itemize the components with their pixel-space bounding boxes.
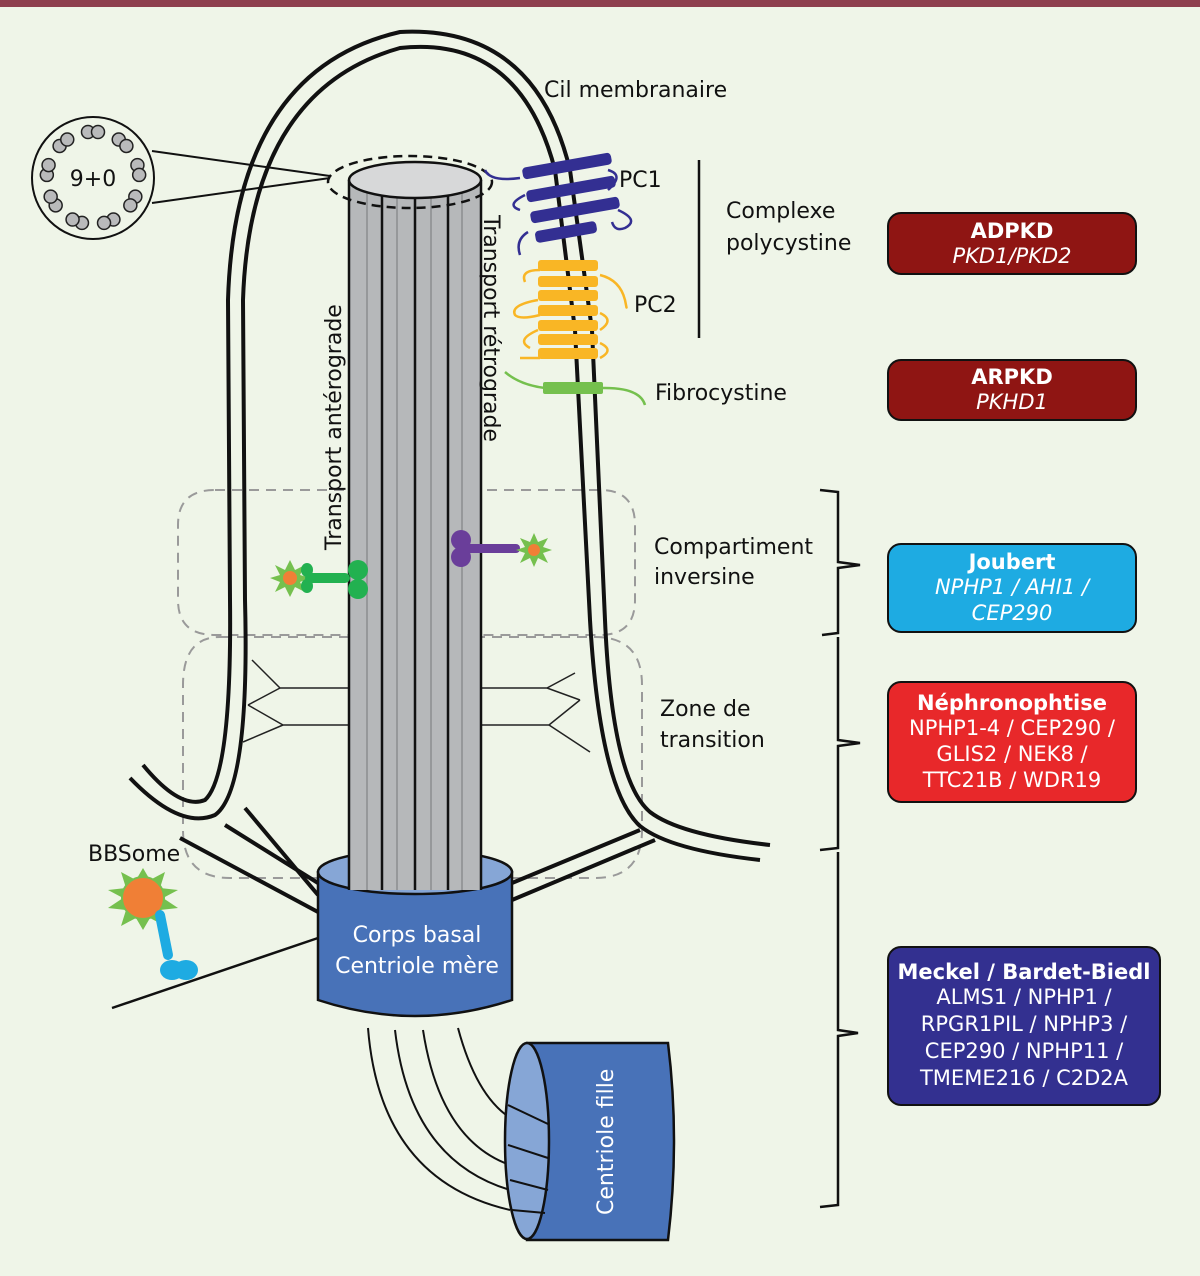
label-complexe-line2: polycystine <box>726 231 851 256</box>
disease-genes: GLIS2 / NEK8 / <box>936 742 1088 766</box>
microtubule-doublet <box>60 132 75 147</box>
label-corps-basal-line1: Corps basal <box>353 923 482 948</box>
disease-box-adpkd: ADPKD PKD1/PKD2 <box>887 212 1137 275</box>
label-compartiment-line2: inversine <box>654 565 755 590</box>
disease-braces <box>819 488 861 1209</box>
disease-genes: NPHP1 / AHI1 / <box>934 575 1090 599</box>
microtubule-doublet <box>119 138 134 154</box>
microtubule-doublet <box>65 212 80 227</box>
label-fibrocystine: Fibrocystine <box>655 381 787 406</box>
label-transport-retrograde: Transport rétrograde <box>478 214 503 442</box>
microtubule-doublet <box>123 198 138 213</box>
label-zone-line1: Zone de <box>660 697 751 722</box>
nine-plus-zero-inset: 9+0 <box>31 116 331 240</box>
disease-box-meckel-bardet-biedl: Meckel / Bardet-Biedl ALMS1 / NPHP1 / RP… <box>887 946 1161 1106</box>
disease-title: ADPKD <box>970 218 1054 243</box>
label-pc1: PC1 <box>619 168 662 193</box>
ciliary-membrane <box>128 29 771 862</box>
disease-genes: PKD1/PKD2 <box>952 243 1072 268</box>
centriole-linkers <box>367 1027 526 1211</box>
label-pc2: PC2 <box>634 293 677 318</box>
bbsome <box>108 868 198 980</box>
label-corps-basal-line2: Centriole mère <box>335 954 499 979</box>
axoneme <box>326 154 494 890</box>
label-zone-line2: transition <box>660 728 765 753</box>
retrograde-motor <box>451 530 552 567</box>
label-complexe-line1: Complexe <box>726 199 835 224</box>
cell-membrane <box>111 936 319 1010</box>
disease-genes: ALMS1 / NPHP1 / <box>936 985 1112 1009</box>
transition-zone-outline <box>182 636 643 879</box>
disease-genes: TMEME216 / C2D2A <box>919 1066 1129 1090</box>
top-bar <box>0 0 1200 7</box>
disease-title: Néphronophtise <box>917 691 1107 715</box>
microtubule-doublet <box>90 124 106 140</box>
disease-genes: CEP290 <box>971 601 1053 625</box>
transition-fibers <box>179 806 656 914</box>
disease-genes: CEP290 / NPHP11 / <box>924 1039 1124 1063</box>
disease-title: ARPKD <box>971 365 1053 389</box>
disease-box-nephronophtise: Néphronophtise NPHP1-4 / CEP290 / GLIS2 … <box>887 681 1137 803</box>
label-bbsome: BBSome <box>88 842 180 867</box>
disease-genes: TTC21B / WDR19 <box>922 768 1102 792</box>
disease-title: Joubert <box>968 550 1056 574</box>
disease-box-joubert: Joubert NPHP1 / AHI1 / CEP290 <box>887 543 1137 633</box>
microtubule-doublet <box>41 157 56 173</box>
daughter-centriole <box>503 1041 676 1242</box>
label-transport-anterograde: Transport antérograde <box>322 304 347 551</box>
microtubule-doublet <box>131 167 147 183</box>
microtubule-doublet <box>96 215 112 231</box>
pc1-protein <box>483 152 633 256</box>
disease-genes: RPGR1PIL / NPHP3 / <box>920 1012 1128 1036</box>
disease-title: Meckel / Bardet-Biedl <box>897 960 1151 984</box>
label-compartiment-line1: Compartiment <box>654 535 813 560</box>
pc2-protein <box>513 260 628 360</box>
disease-box-arpkd: ARPKD PKHD1 <box>887 359 1137 421</box>
disease-genes: PKHD1 <box>976 390 1048 414</box>
microtubule-doublet <box>43 189 58 204</box>
label-centriole-fille: Centriole fille <box>594 1069 619 1215</box>
y-links <box>242 659 591 753</box>
label-cil-membranaire: Cil membranaire <box>544 78 727 103</box>
disease-genes: NPHP1-4 / CEP290 / <box>909 716 1115 740</box>
inversin-compartment-outline <box>177 489 636 636</box>
fibrocystine-protein <box>504 371 647 406</box>
anterograde-motor <box>270 560 368 599</box>
nine-plus-zero-label: 9+0 <box>70 167 116 192</box>
